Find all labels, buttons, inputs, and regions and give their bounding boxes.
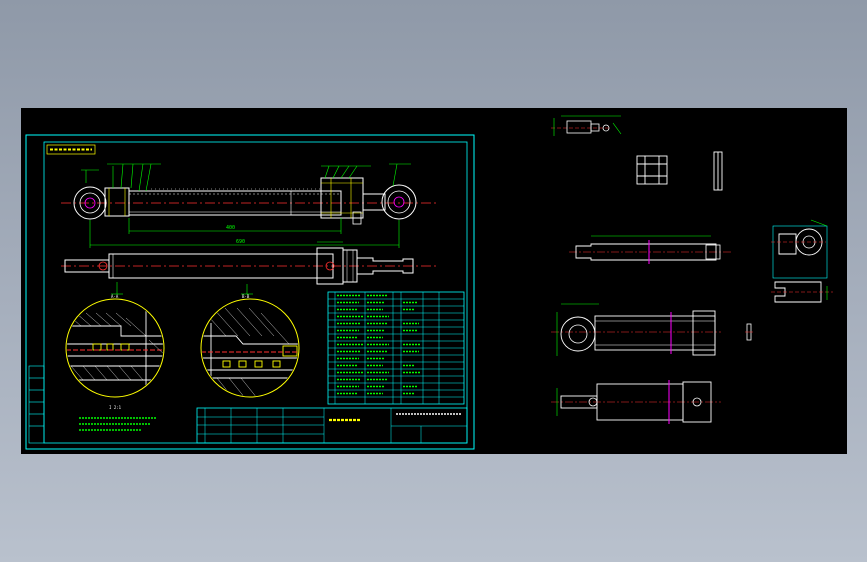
detail-view-1: I 2:1 [65, 298, 165, 410]
part-details [551, 115, 833, 424]
assembly-top-view: 400 690 [61, 163, 436, 248]
assembly-sheet: 400 690 A-A B-B [25, 134, 475, 450]
svg-text:B-B: B-B [242, 294, 250, 299]
part-seal-ring [636, 155, 668, 185]
cylinder-barrel [128, 190, 342, 216]
sheet-outer-border [25, 134, 475, 450]
part-barrel-section [551, 303, 721, 356]
dim-stroke: 400 [226, 225, 235, 231]
view-title-tag [46, 144, 96, 155]
part-end-block [771, 281, 833, 303]
part-small-fitting [551, 115, 622, 136]
svg-text:I 2:1: I 2:1 [109, 405, 122, 410]
part-pin [745, 323, 753, 341]
svg-text:A-A: A-A [111, 294, 119, 299]
cad-drawing-canvas: 400 690 A-A B-B [25, 115, 833, 450]
parts-list-table [327, 291, 465, 405]
technical-notes [79, 417, 156, 431]
part-cylinder-body [551, 380, 721, 424]
cylinder-side-view: A-A B-B [61, 241, 436, 299]
title-block [196, 407, 468, 444]
cad-viewport[interactable]: 400 690 A-A B-B [21, 108, 847, 454]
dim-overall-length: 690 [236, 239, 245, 245]
part-piston-rod [569, 235, 733, 264]
left-rod-eye [73, 186, 107, 220]
part-gland [713, 151, 723, 191]
revision-strip [28, 365, 45, 444]
sheet-inner-border [43, 141, 468, 444]
part-rod-eye [771, 219, 828, 279]
detail-view-2 [200, 298, 300, 398]
right-rod-eye [381, 184, 417, 220]
